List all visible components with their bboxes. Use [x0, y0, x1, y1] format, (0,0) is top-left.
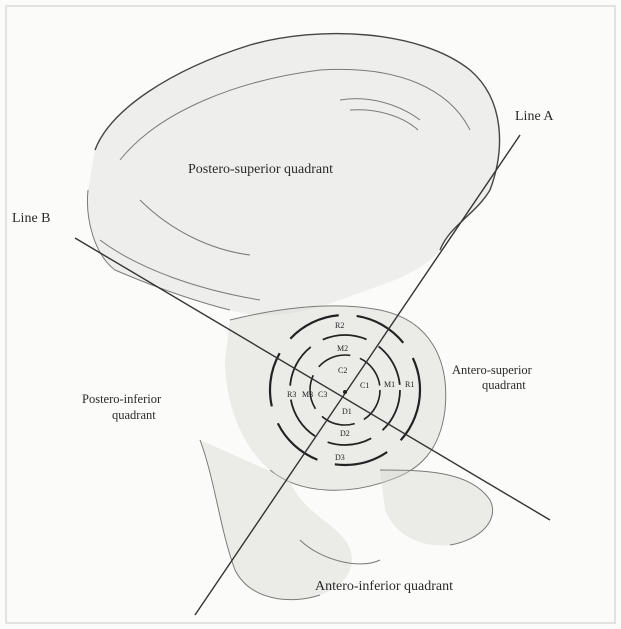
- antero-superior-label-line2: quadrant: [482, 378, 526, 392]
- zone-r1: R1: [405, 380, 414, 389]
- line-b-label: Line B: [12, 211, 51, 226]
- zone-r3: R3: [287, 390, 296, 399]
- zone-d2: D2: [340, 429, 350, 438]
- zone-c1: C1: [360, 381, 369, 390]
- postero-inferior-label-line1: Postero-inferior: [82, 392, 162, 406]
- antero-inferior-label: Antero-inferior quadrant: [315, 579, 453, 594]
- center-point: [343, 390, 347, 394]
- acetabulum-region: [225, 306, 446, 490]
- zone-d3: D3: [335, 453, 345, 462]
- zone-m2: M2: [337, 344, 348, 353]
- zone-c3: C3: [318, 390, 327, 399]
- postero-superior-label: Postero-superior quadrant: [188, 162, 333, 177]
- zone-r2: R2: [335, 321, 344, 330]
- postero-inferior-label-line2: quadrant: [112, 408, 156, 422]
- zone-d1: D1: [342, 407, 352, 416]
- antero-superior-label-line1: Antero-superior: [452, 363, 533, 377]
- zone-m3: M3: [302, 390, 313, 399]
- zone-c2: C2: [338, 366, 347, 375]
- zone-m1: M1: [384, 380, 395, 389]
- line-a-label: Line A: [515, 109, 554, 124]
